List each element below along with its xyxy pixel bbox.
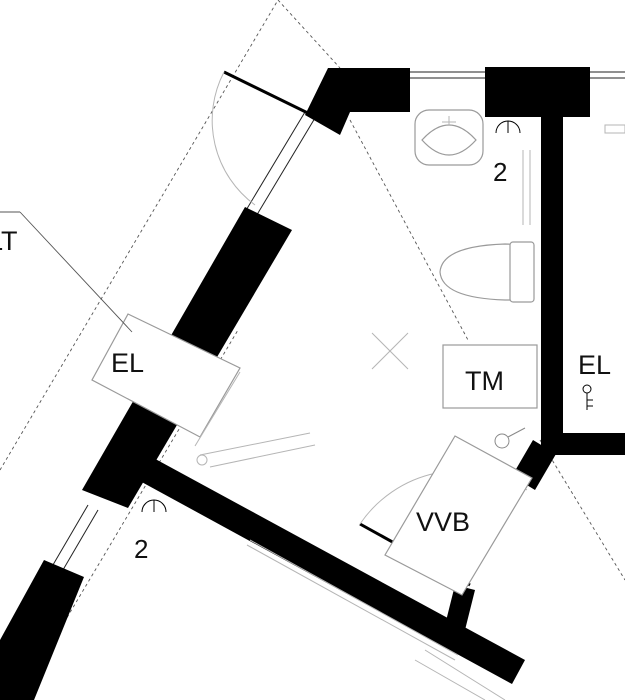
- wall-bottom-diagonal: [138, 455, 525, 684]
- tm-cabinet: [442, 344, 538, 409]
- wall-right-vertical: [541, 110, 563, 455]
- center-x-mark: [371, 332, 409, 370]
- wall-bottom-jamb: [445, 585, 475, 630]
- door-leaf-top: [223, 70, 319, 120]
- label-cut-off: LT: [0, 226, 18, 256]
- fixtures: [91, 109, 625, 700]
- wall-diagonal-lower: [0, 560, 84, 700]
- wall-top-middle: [485, 67, 590, 117]
- label-el-right: EL: [578, 350, 611, 380]
- label-num-top: 2: [493, 157, 507, 187]
- label-num-bottom: 2: [134, 534, 148, 564]
- window-frames: [49, 71, 625, 576]
- wall-right-stub: [555, 433, 625, 455]
- vvb-box: [384, 435, 533, 596]
- leader-line-diagonal: [19, 211, 133, 333]
- label-el-left: EL: [111, 348, 144, 378]
- wall-top-left-corner: [305, 68, 410, 135]
- outlet-symbols: [141, 120, 593, 513]
- label-tm: TM: [465, 366, 504, 396]
- label-vvb: VVB: [416, 507, 470, 537]
